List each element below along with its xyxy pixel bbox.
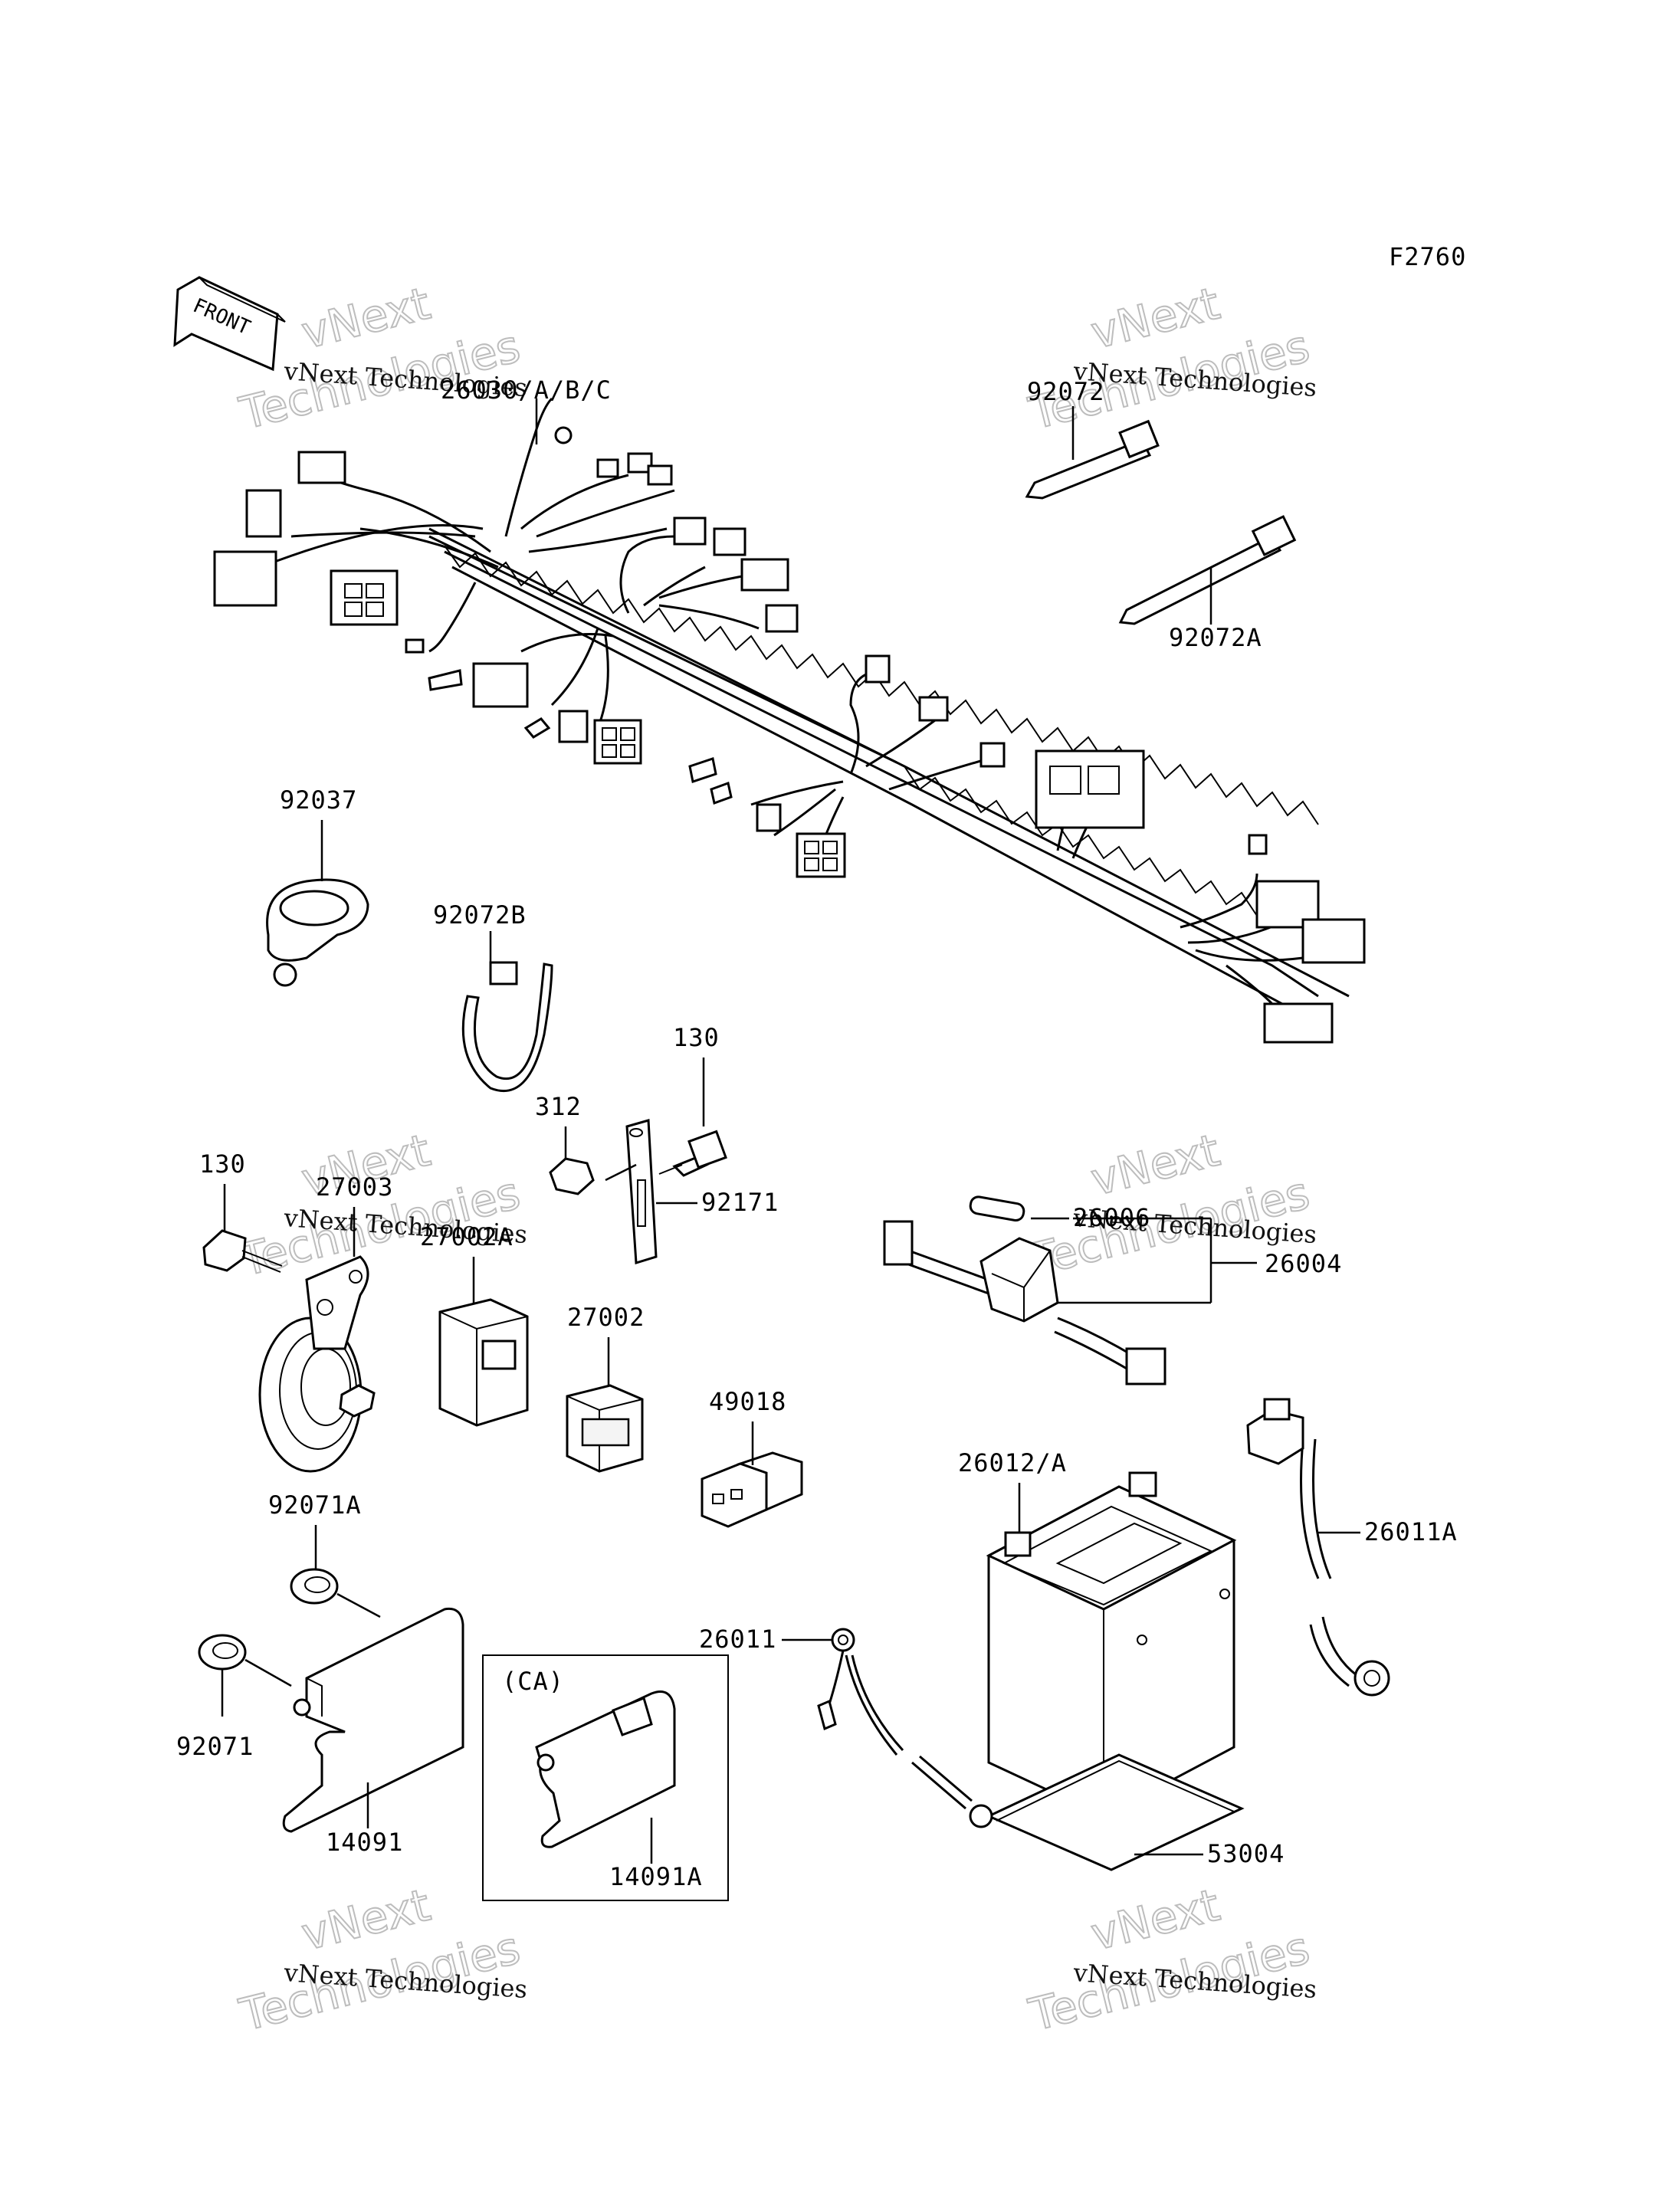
connector-upper-3 (213, 550, 277, 607)
connector-cr-3 (979, 742, 1006, 768)
callout-horn: 27003 (316, 1172, 393, 1202)
callout-relay-a: 27002A (420, 1222, 514, 1251)
battery-lead (782, 1628, 993, 1828)
ca-label: (CA) (502, 1667, 564, 1696)
callout-tie-short: 92072 (1027, 377, 1104, 406)
callout-fuse-holder: 26004 (1265, 1249, 1342, 1278)
callout-lead-a: 26011A (1364, 1517, 1458, 1546)
bracket (605, 1119, 697, 1264)
fuse-holder (883, 1217, 1257, 1385)
callout-connector: 49018 (709, 1387, 786, 1416)
front-arrow-icon: FRONT (173, 276, 286, 372)
figure-code: F2760 (1389, 242, 1466, 271)
bolt-upper (658, 1058, 727, 1177)
relay-large (438, 1257, 529, 1427)
callout-relay-b: 27002 (567, 1303, 645, 1332)
callout-grommet: 92071 (176, 1732, 254, 1761)
battery-lead-a (1246, 1398, 1390, 1697)
band-tie (461, 931, 553, 1093)
grommet (198, 1634, 292, 1717)
junction-box (1035, 749, 1145, 829)
callout-clamp: 92037 (280, 785, 357, 815)
watermark-top-left: vNext Technologies vNext Technologies (234, 277, 528, 441)
callout-tie-long: 92072A (1169, 623, 1262, 652)
connector-49018 (701, 1421, 803, 1528)
callout-battery: 26012/A (958, 1448, 1067, 1477)
callout-bolt-b: 130 (199, 1149, 246, 1179)
bolt-left (202, 1184, 283, 1273)
connector-fr-4 (1263, 1002, 1334, 1044)
connector-fr-1 (1248, 834, 1268, 855)
callout-lead: 26011 (699, 1625, 776, 1654)
callout-mat: 53004 (1207, 1839, 1285, 1868)
watermark-bottom-left: vNext Technologies vNext Technologies (234, 1878, 528, 2042)
clamp (266, 820, 369, 987)
callout-bolt-a: 130 (673, 1023, 720, 1052)
ca-box: (CA) (482, 1654, 729, 1901)
connector-mid-4 (765, 604, 799, 633)
callout-grommet-a: 92071A (268, 1490, 362, 1520)
connector-mid-6 (558, 710, 589, 743)
cable-tie-short (1025, 406, 1160, 500)
callout-bracket: 92171 (701, 1188, 779, 1217)
connector-upper-1 (297, 451, 346, 484)
callout-cover: 14091 (326, 1828, 403, 1857)
connector-mid-5 (472, 662, 529, 708)
watermark-bottom-right: vNext Technologies vNext Technologies (1023, 1878, 1317, 2042)
watermark-mid-left: vNext Technologies vNext Technologies (234, 1123, 528, 1287)
connector-cr-4 (756, 803, 782, 832)
nut (549, 1126, 595, 1195)
battery-mat (986, 1753, 1245, 1871)
main-harness (213, 397, 1366, 1044)
callout-band: 92072B (433, 900, 527, 930)
horn (258, 1207, 376, 1473)
cable-tie-long (1118, 515, 1297, 625)
callout-nut: 312 (535, 1092, 582, 1121)
connector-upper-4 (330, 569, 399, 626)
connector-fr-3 (1301, 918, 1366, 964)
watermark-top-right: vNext Technologies vNext Technologies (1023, 277, 1317, 441)
battery (986, 1471, 1237, 1818)
connector-upper-2 (245, 489, 282, 538)
grommet-a (290, 1525, 381, 1618)
fuse (969, 1195, 1069, 1221)
connector-cr-1 (865, 654, 891, 684)
cover (282, 1607, 464, 1833)
callout-harness: 26030/A/B/C (441, 375, 612, 405)
connector-mid-1 (673, 516, 707, 546)
connector-mid-3 (740, 558, 789, 592)
connector-cr-2 (918, 696, 949, 722)
ring-terminal-upper (554, 426, 573, 444)
relay-small (566, 1337, 644, 1473)
callout-cover-a: 14091A (609, 1862, 703, 1891)
connector-mid-2 (713, 527, 746, 556)
